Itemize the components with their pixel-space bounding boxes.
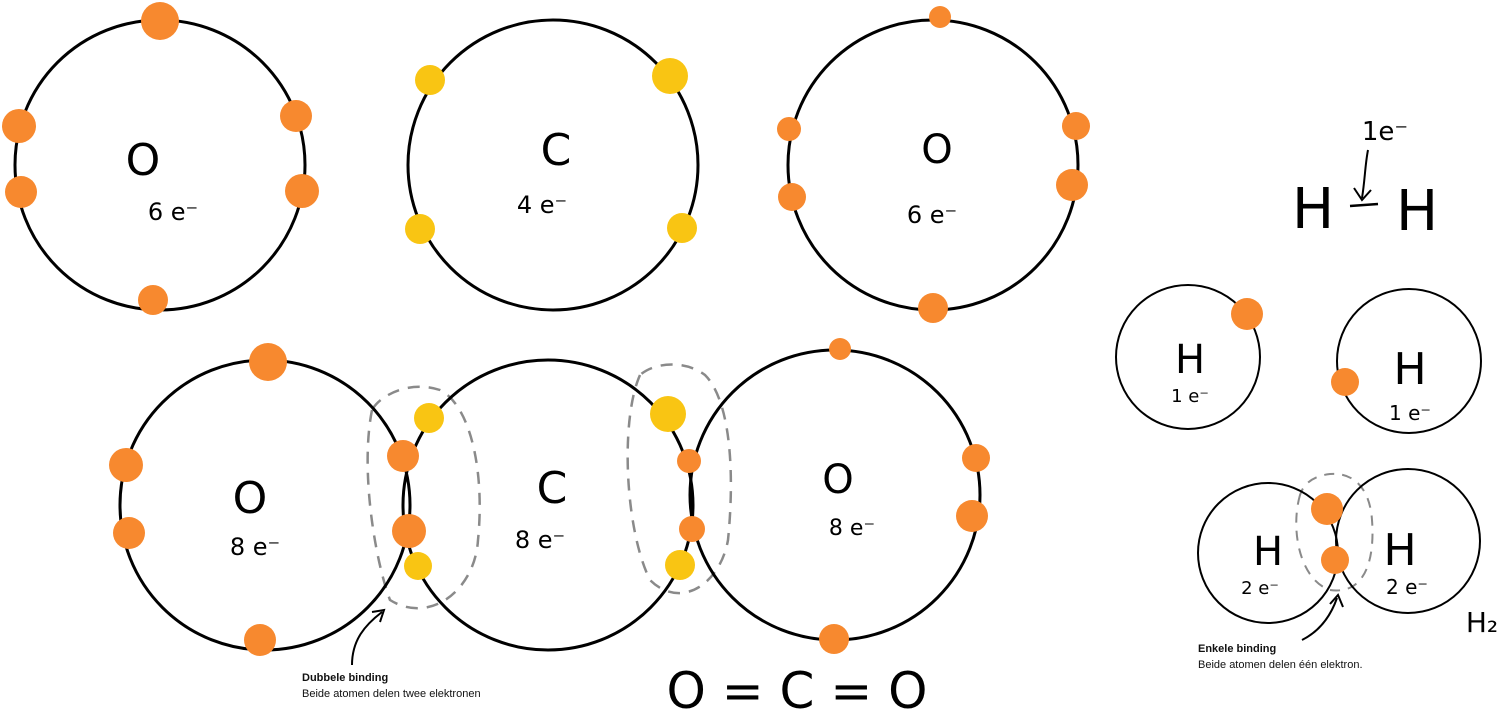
electron [650, 396, 686, 432]
double-bond-title: Dubbele binding [302, 672, 389, 684]
single-bond-note: Enkele binding Beide atomen delen één el… [1198, 641, 1363, 673]
hydrogen-left-symbol: H [1292, 177, 1334, 242]
electron-count: 1 e⁻ [1171, 386, 1209, 407]
carbon-electrons [405, 58, 697, 244]
atom-carbon-top: C 4 e⁻ [405, 18, 700, 312]
double-bond-note: Dubbele binding Beide atomen delen twee … [302, 670, 481, 702]
electron [414, 403, 444, 433]
single-bond-text: Beide atomen delen één elektron. [1198, 659, 1363, 671]
electron [1311, 493, 1343, 525]
electron [1331, 368, 1359, 396]
hydrogen-separate-atoms: H 1 e⁻ H 1 e⁻ [1115, 284, 1482, 434]
electron-count: 8 e⁻ [829, 516, 875, 541]
hydrogen-right-symbol: H [1396, 179, 1438, 244]
electron-shell-hydrogen-right [1336, 288, 1482, 434]
electron-label: 1e⁻ [1362, 117, 1408, 147]
electron-count: 4 e⁻ [517, 191, 567, 219]
electron [138, 285, 168, 315]
electron [280, 100, 312, 132]
electron [819, 624, 849, 654]
single-bond-title: Enkele binding [1198, 643, 1277, 655]
electron-count: 2 e⁻ [1386, 575, 1428, 599]
co2-molecule: O 8 e⁻ C 8 e⁻ O 8 e⁻ [109, 338, 990, 715]
atom-symbol: H [1175, 337, 1205, 383]
carbon-electrons [404, 396, 695, 580]
electron-shell-hydrogen-right [1335, 468, 1481, 614]
electron [1056, 169, 1088, 201]
electron-count: 6 e⁻ [907, 201, 957, 229]
atom-oxygen-left-top: O 6 e⁻ [2, 2, 319, 315]
electron [918, 293, 948, 323]
electron [392, 514, 426, 548]
electron [665, 550, 695, 580]
electron [387, 440, 419, 472]
atom-symbol: O [126, 135, 161, 186]
oxygen-electrons [109, 338, 990, 656]
electron [1231, 298, 1263, 330]
electron [962, 444, 990, 472]
electron [929, 6, 951, 28]
single-bond-arrowhead [1329, 593, 1344, 608]
oxygen-electrons [2, 2, 319, 315]
electron [113, 517, 145, 549]
electron [777, 117, 801, 141]
atom-symbol: H [1393, 344, 1426, 395]
oxygen-electrons [777, 6, 1090, 323]
electron-shell [406, 18, 700, 312]
electron [405, 214, 435, 244]
electron [829, 338, 851, 360]
atom-symbol: C [541, 125, 572, 176]
electron [2, 109, 36, 143]
double-bond-arrow [351, 611, 383, 666]
electron [404, 552, 432, 580]
hydrogen-molecule: H 2 e⁻ H 2 e⁻ H₂ [1197, 468, 1498, 641]
atom-symbol: O [921, 127, 952, 173]
electron [244, 624, 276, 656]
electron [415, 65, 445, 95]
electron [1321, 546, 1349, 574]
atom-symbol: H [1253, 529, 1283, 575]
atom-symbol: O [233, 473, 268, 524]
single-bond-outline [1295, 472, 1374, 592]
electron-count: 1 e⁻ [1389, 401, 1431, 425]
structural-formula-co2: O = C = O [667, 662, 928, 715]
hydrogen-equation: 1e⁻ H H [1292, 117, 1438, 244]
electron-shell-hydrogen-left [1115, 284, 1261, 430]
atom-symbol: H [1383, 525, 1416, 576]
electron [5, 176, 37, 208]
electron [679, 516, 705, 542]
electron [249, 343, 287, 381]
electron [109, 448, 143, 482]
electron [667, 213, 697, 243]
double-bond-outline-right [626, 363, 733, 595]
electron-count: 8 e⁻ [230, 533, 280, 561]
electron [956, 500, 988, 532]
electron-count: 8 e⁻ [515, 526, 565, 554]
h2-formula: H₂ [1466, 606, 1498, 639]
electron [652, 58, 688, 94]
electron [1062, 112, 1090, 140]
electron [778, 183, 806, 211]
electron [285, 174, 319, 208]
atom-symbol: O [822, 457, 853, 503]
electron-arrow [1361, 149, 1369, 199]
double-bond-arrowhead [371, 608, 386, 623]
electron-shell-carbon [401, 358, 695, 652]
single-bond-arrow [1301, 597, 1338, 641]
atom-symbol: C [537, 463, 568, 514]
double-bond-text: Beide atomen delen twee elektronen [302, 688, 481, 700]
bond-dash [1349, 202, 1379, 208]
electron [677, 449, 701, 473]
electron-count: 6 e⁻ [148, 198, 198, 226]
electron-count: 2 e⁻ [1241, 578, 1279, 599]
atom-oxygen-right-top: O 6 e⁻ [777, 6, 1090, 323]
electron-arrowhead [1353, 187, 1372, 202]
double-bond-outline-left [366, 385, 481, 610]
electron [141, 2, 179, 40]
